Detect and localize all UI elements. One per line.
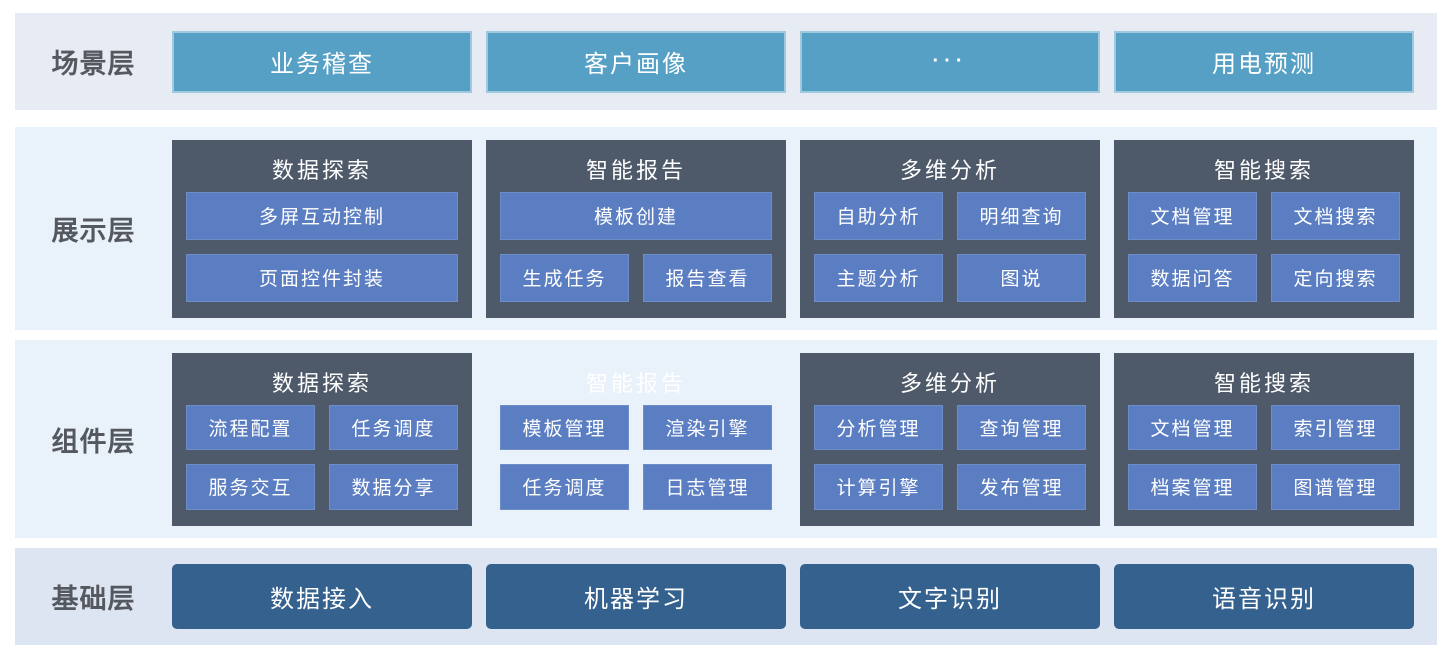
module-item: 定向搜索 (1271, 253, 1400, 302)
layer-presentation: 展示层 数据探索 多屏互动控制 页面控件封装 智能报告 模板创建 (15, 127, 1437, 330)
module-item: 流程配置 (186, 404, 315, 450)
group-smart-report: 智能报告 模板创建 生成任务 报告查看 (486, 139, 786, 318)
module-item: 查询管理 (957, 404, 1086, 450)
group-multidim-analysis: 多维分析 自助分析 明细查询 主题分析 图说 (800, 139, 1100, 318)
module-item: 文档管理 (1128, 191, 1257, 240)
group-items: 多屏互动控制 页面控件封装 (186, 191, 458, 302)
layer-scenario-content: 业务稽查 客户画像 ··· 用电预测 (172, 13, 1437, 110)
group-multidim-analysis: 多维分析 分析管理 查询管理 计算引擎 发布管理 (800, 352, 1100, 526)
module-item: 主题分析 (814, 253, 943, 302)
group-title: 多维分析 (899, 370, 1000, 396)
foundation-box-ocr: 文字识别 (800, 564, 1100, 629)
layer-presentation-content: 数据探索 多屏互动控制 页面控件封装 智能报告 模板创建 (172, 127, 1437, 330)
module-item: 报告查看 (643, 253, 772, 302)
group-smart-search: 智能搜索 文档管理 文档搜索 数据问答 定向搜索 (1114, 139, 1414, 318)
foundation-box-data-access: 数据接入 (172, 564, 472, 629)
module-item: 图说 (957, 253, 1086, 302)
group-title: 智能搜索 (1213, 157, 1314, 183)
group-title: 数据探索 (271, 370, 372, 396)
group-title: 智能报告 (585, 370, 686, 396)
module-item: 发布管理 (957, 464, 1086, 510)
layer-foundation: 基础层 数据接入 机器学习 文字识别 语音识别 (15, 548, 1437, 645)
foundation-box-speech-recognition: 语音识别 (1114, 564, 1414, 629)
group-items: 文档管理 索引管理 档案管理 图谱管理 (1128, 404, 1400, 510)
module-item: 模板管理 (500, 404, 629, 450)
module-item: 数据分享 (329, 464, 458, 510)
group-data-exploration: 数据探索 多屏互动控制 页面控件封装 (172, 139, 472, 318)
module-item: 多屏互动控制 (186, 191, 458, 240)
module-item: 计算引擎 (814, 464, 943, 510)
scenario-box-ellipsis: ··· (800, 30, 1100, 93)
layer-label-scenario: 场景层 (51, 49, 136, 79)
module-item: 生成任务 (500, 253, 629, 302)
module-item: 日志管理 (643, 464, 772, 510)
foundation-box-machine-learning: 机器学习 (486, 564, 786, 629)
module-item: 分析管理 (814, 404, 943, 450)
layer-label-foundation: 基础层 (51, 584, 136, 614)
layer-foundation-content: 数据接入 机器学习 文字识别 语音识别 (172, 548, 1437, 645)
module-item: 索引管理 (1271, 404, 1400, 450)
layer-label-presentation: 展示层 (51, 216, 136, 246)
group-items: 模板管理 渲染引擎 任务调度 日志管理 (500, 404, 772, 510)
module-item: 文档管理 (1128, 404, 1257, 450)
scenario-box-business-audit: 业务稽查 (172, 30, 472, 93)
group-smart-report: 智能报告 模板管理 渲染引擎 任务调度 日志管理 (486, 353, 786, 526)
group-title: 多维分析 (899, 157, 1000, 183)
layer-component-content: 数据探索 流程配置 任务调度 服务交互 数据分享 智能报告 模板管理 (172, 340, 1437, 538)
group-items: 模板创建 生成任务 报告查看 (500, 191, 772, 302)
module-item: 渲染引擎 (643, 404, 772, 450)
group-title: 智能报告 (585, 157, 686, 183)
scenario-box-customer-profile: 客户画像 (486, 30, 786, 93)
module-item: 服务交互 (186, 464, 315, 510)
module-item: 图谱管理 (1271, 464, 1400, 510)
scenario-box-power-forecast: 用电预测 (1114, 30, 1414, 93)
group-title: 数据探索 (271, 157, 372, 183)
module-item: 模板创建 (500, 191, 772, 240)
layer-label-component: 组件层 (51, 426, 136, 457)
module-item: 任务调度 (500, 464, 629, 510)
module-item: 档案管理 (1128, 464, 1257, 510)
module-item: 页面控件封装 (186, 253, 458, 302)
group-smart-search: 智能搜索 文档管理 索引管理 档案管理 图谱管理 (1114, 352, 1414, 526)
layer-component: 组件层 数据探索 流程配置 任务调度 服务交互 数据分享 智能报告 (15, 340, 1437, 538)
module-item: 明细查询 (957, 191, 1086, 240)
group-items: 自助分析 明细查询 主题分析 图说 (814, 191, 1086, 302)
group-items: 分析管理 查询管理 计算引擎 发布管理 (814, 404, 1086, 510)
group-items: 文档管理 文档搜索 数据问答 定向搜索 (1128, 191, 1400, 302)
module-item: 自助分析 (814, 191, 943, 240)
group-items: 流程配置 任务调度 服务交互 数据分享 (186, 404, 458, 510)
module-item: 数据问答 (1128, 253, 1257, 302)
group-data-exploration: 数据探索 流程配置 任务调度 服务交互 数据分享 (172, 352, 472, 526)
module-item: 任务调度 (329, 404, 458, 450)
group-title: 智能搜索 (1213, 370, 1314, 396)
module-item: 文档搜索 (1271, 191, 1400, 240)
layer-scenario: 场景层 业务稽查 客户画像 ··· 用电预测 (15, 13, 1437, 110)
